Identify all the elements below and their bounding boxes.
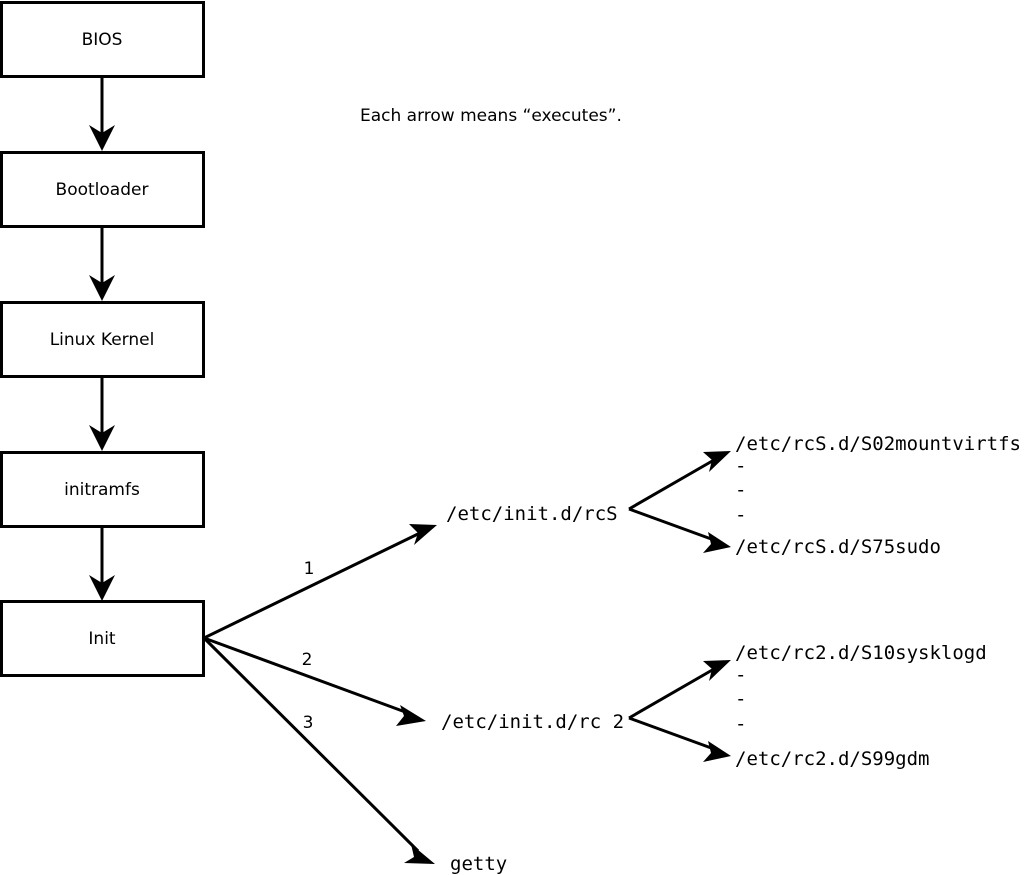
arrow-bios-to-bootloader-head <box>89 125 115 151</box>
arrow-init-to-rc2 <box>203 636 426 726</box>
arrow-init-to-rcs-head <box>409 524 437 545</box>
node-bios-rect <box>0 1 205 78</box>
node-bootloader[interactable]: Bootloader <box>0 151 205 228</box>
arrow-init-to-getty <box>202 636 435 864</box>
arrow-bootloader-to-kernel-head <box>89 275 115 301</box>
node-init-rect <box>0 600 205 677</box>
rcs-ellipsis-dash-2: - <box>735 479 746 501</box>
rc2-ellipsis-dash-3: - <box>735 713 746 735</box>
rc2-script-last: /etc/rc2.d/S99gdm <box>735 748 929 770</box>
node-linux-kernel[interactable]: Linux Kernel <box>0 301 205 378</box>
arrow-init-to-getty-line <box>202 636 420 853</box>
arrow-rc2-to-first-script-line <box>628 667 715 720</box>
node-bootloader-rect <box>0 151 205 228</box>
node-bootloader-label: Bootloader <box>56 180 149 200</box>
node-init[interactable]: Init <box>0 600 205 677</box>
arrow-initramfs-to-init <box>89 526 115 601</box>
arrow-kernel-to-initramfs-head <box>89 425 115 451</box>
rcs-script-list: /etc/rcS.d/S02mountvirtfs - - - /etc/rcS… <box>735 433 1021 558</box>
arrow-rcs-to-last-script-head <box>703 532 731 553</box>
arrow-init-to-rcs-line <box>203 531 421 640</box>
rc2-ellipsis-dash-2: - <box>735 688 746 710</box>
branch-number-1: 1 <box>304 559 315 579</box>
rc2-script-first: /etc/rc2.d/S10sysklogd <box>735 642 987 664</box>
node-linux-kernel-label: Linux Kernel <box>50 330 155 350</box>
arrow-init-to-getty-head <box>404 844 435 864</box>
arrow-rcs-to-first-script-line <box>628 458 715 511</box>
arrow-bootloader-to-kernel <box>89 226 115 301</box>
node-bios-label: BIOS <box>82 30 123 50</box>
rc2-script-list: /etc/rc2.d/S10sysklogd - - - /etc/rc2.d/… <box>735 642 987 770</box>
rcs-ellipsis-dash-1: - <box>735 455 746 477</box>
node-initramfs[interactable]: initramfs <box>0 451 205 528</box>
rcs-script-first: /etc/rcS.d/S02mountvirtfs <box>735 433 1021 455</box>
arrow-rcs-to-last-script-line <box>628 507 715 542</box>
rcs-ellipsis-dash-3: - <box>735 504 746 526</box>
rcs-script-last: /etc/rcS.d/S75sudo <box>735 536 941 558</box>
arrow-kernel-to-initramfs <box>89 376 115 451</box>
arrow-rcs-to-last-script <box>628 507 731 553</box>
node-bios[interactable]: BIOS <box>0 1 205 78</box>
arrow-rc2-to-last-script-head <box>703 741 731 762</box>
arrow-rcs-to-first-script-head <box>703 451 731 472</box>
arrow-init-to-rc2-head <box>396 705 426 726</box>
target-label-rc2: /etc/init.d/rc 2 <box>441 711 624 733</box>
rc2-ellipsis-dash-1: - <box>735 664 746 686</box>
node-init-label: Init <box>88 629 116 649</box>
arrow-rc2-to-last-script <box>628 716 731 762</box>
arrow-bios-to-bootloader <box>89 76 115 151</box>
branch-number-3: 3 <box>303 713 314 733</box>
node-initramfs-label: initramfs <box>64 480 140 500</box>
arrow-rc2-to-first-script-head <box>703 660 731 681</box>
arrow-initramfs-to-init-head <box>89 575 115 601</box>
target-label-getty: getty <box>450 853 507 875</box>
arrow-rc2-to-first-script <box>628 660 731 720</box>
arrow-init-to-rc2-line <box>203 636 409 715</box>
node-linux-kernel-rect <box>0 301 205 378</box>
target-label-rcs: /etc/init.d/rcS <box>446 503 618 525</box>
arrow-init-to-rcs <box>203 524 437 640</box>
arrow-rc2-to-last-script-line <box>628 716 715 751</box>
diagram-caption: Each arrow means “executes”. <box>360 106 622 126</box>
arrow-rcs-to-first-script <box>628 451 731 511</box>
branch-number-2: 2 <box>302 650 313 670</box>
